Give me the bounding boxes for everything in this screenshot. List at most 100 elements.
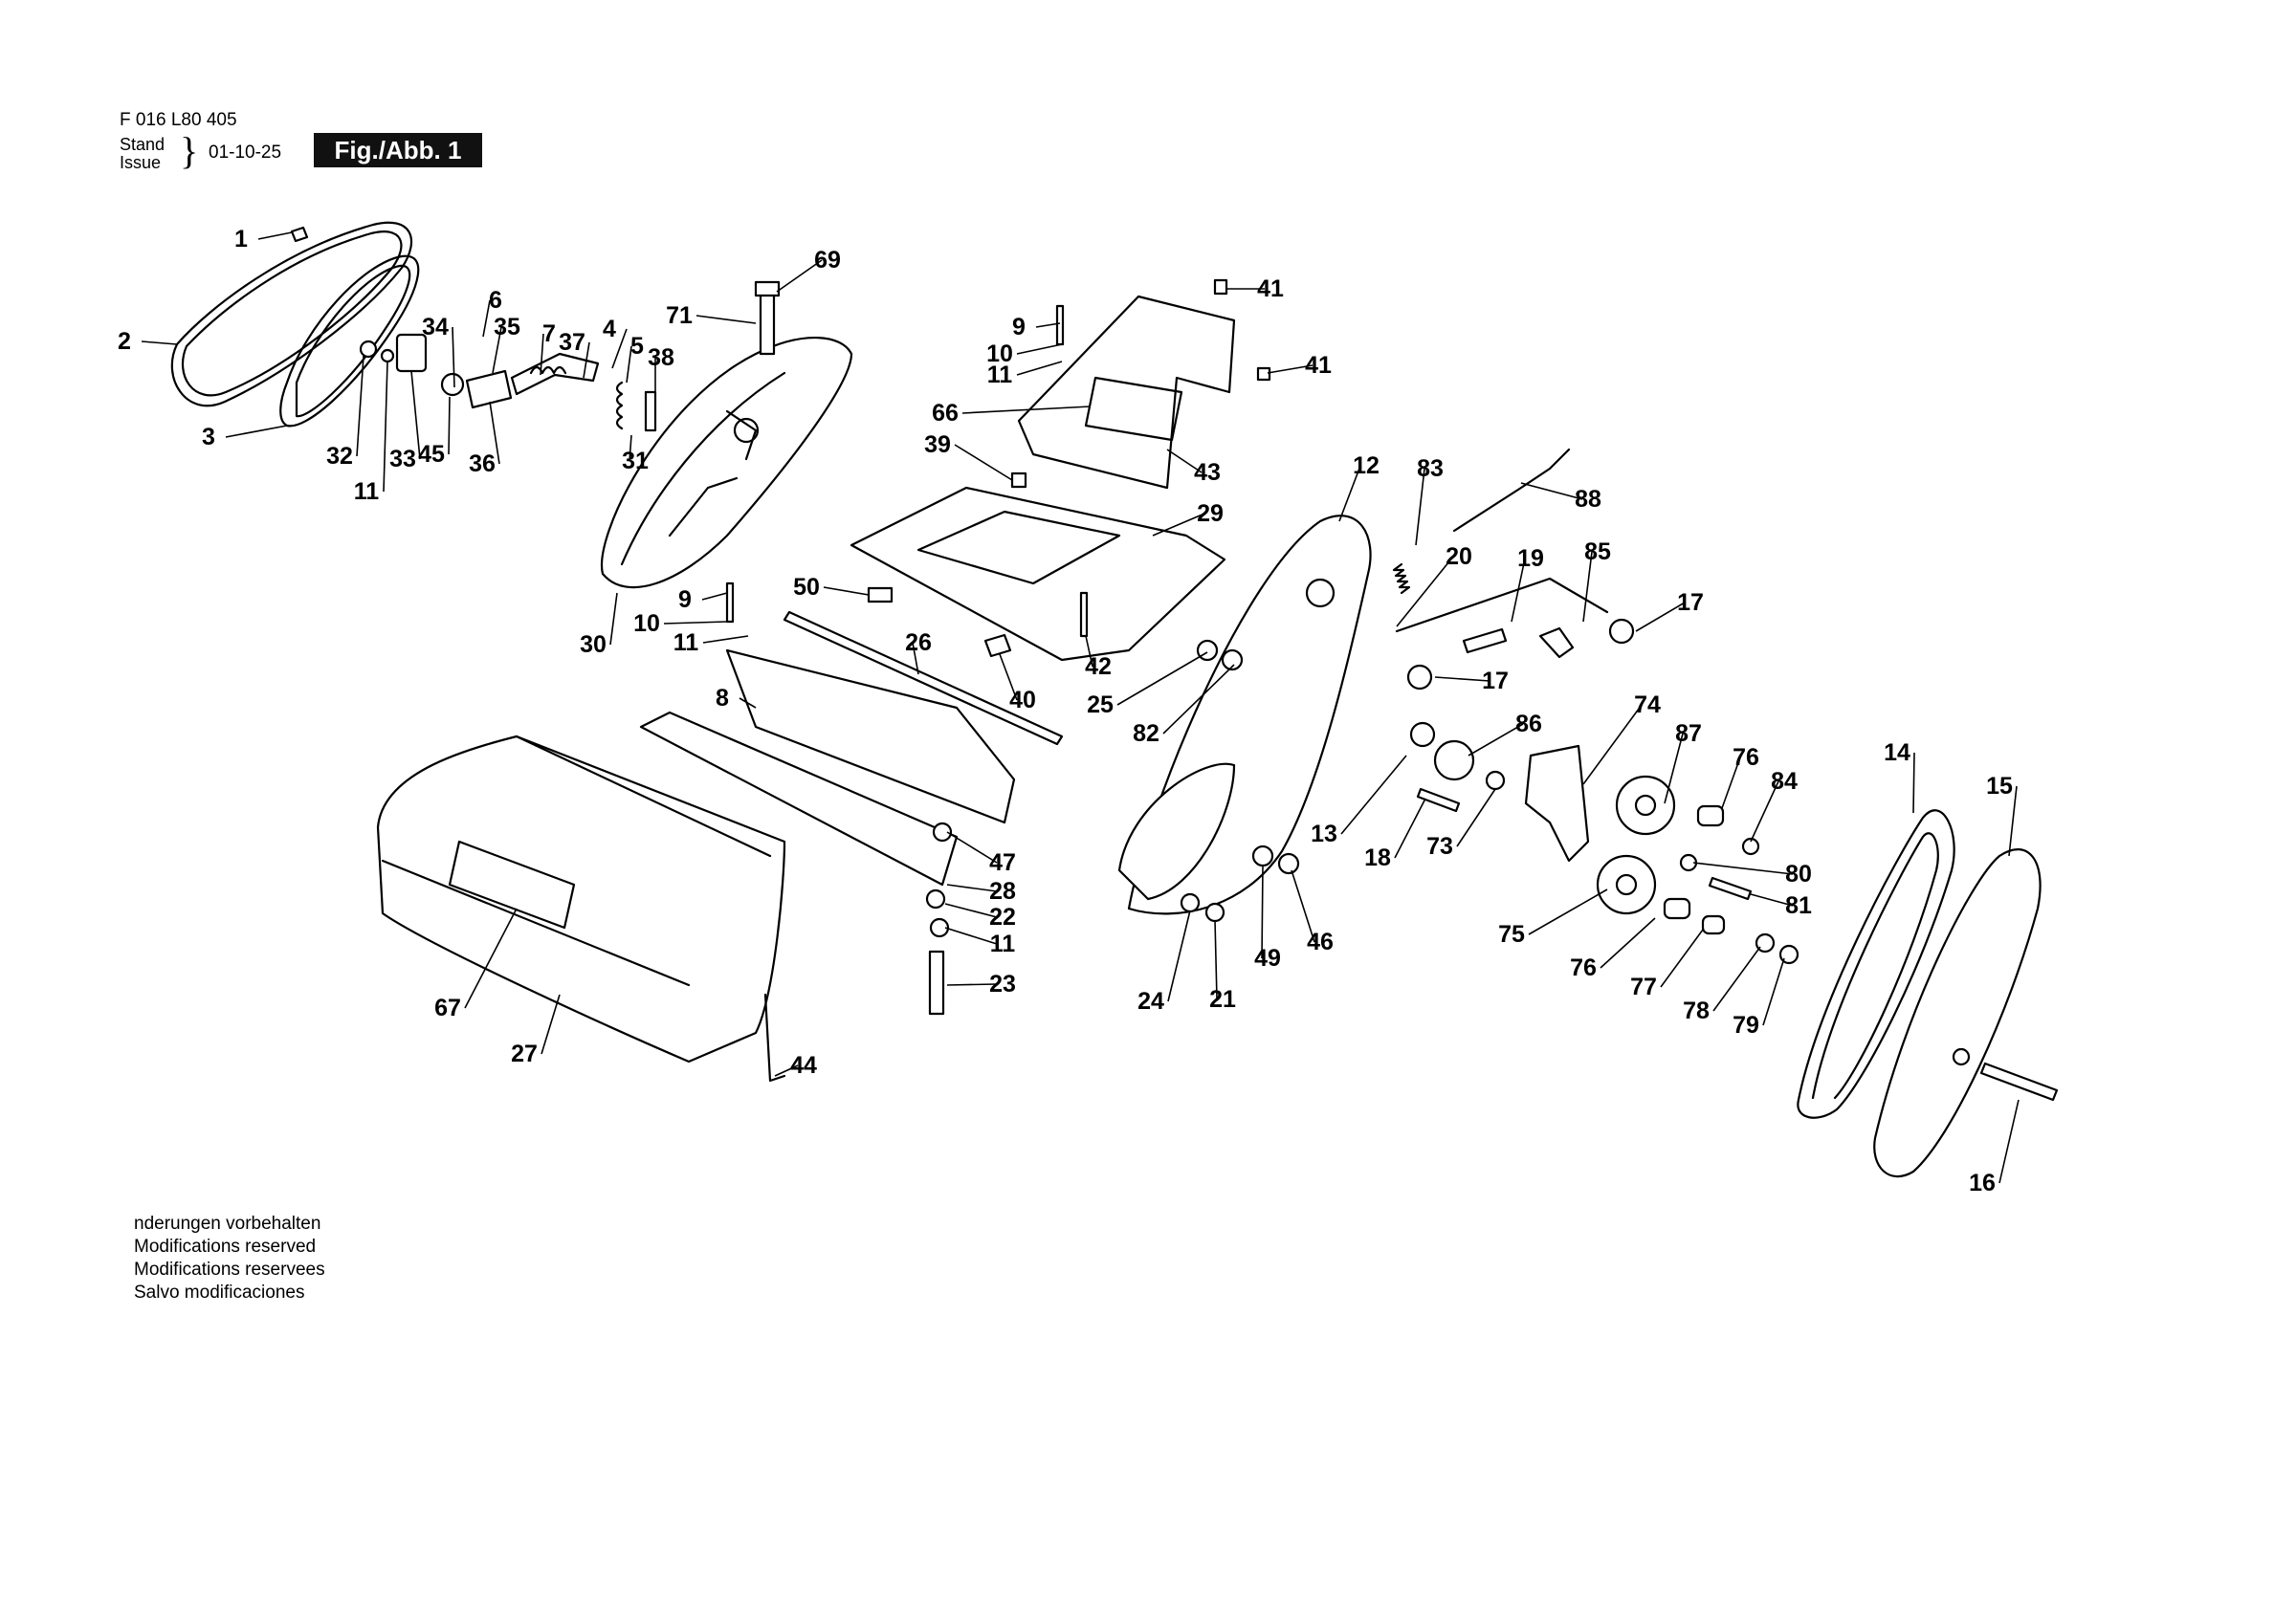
bolt-69-head <box>754 280 781 297</box>
clip-40 <box>983 633 1012 658</box>
clip-50 <box>867 586 894 603</box>
callout-leader-43 <box>1166 449 1203 473</box>
callout-label-39: 39 <box>924 431 951 458</box>
callout-label-41: 41 <box>1305 352 1332 379</box>
nut-17b <box>1406 664 1433 691</box>
callout-label-16: 16 <box>1969 1170 1996 1196</box>
washer-82 <box>1221 648 1244 671</box>
screw-1 <box>290 226 309 243</box>
callout-label-84: 84 <box>1771 768 1798 795</box>
nut-47 <box>932 822 953 843</box>
callout-leader-11 <box>383 361 388 493</box>
callout-label-14: 14 <box>1884 739 1910 766</box>
callout-leader-82 <box>1162 664 1235 735</box>
note-line: nderungen vorbehalten <box>134 1214 321 1234</box>
nut-21 <box>1204 902 1225 923</box>
callout-label-45: 45 <box>418 441 445 468</box>
screw-39 <box>1010 472 1027 489</box>
note-line: Salvo modificaciones <box>134 1283 305 1303</box>
nut-17a <box>1608 618 1635 645</box>
callout-label-30: 30 <box>580 631 607 658</box>
callout-leader-37 <box>583 341 590 379</box>
callout-label-86: 86 <box>1515 711 1542 737</box>
callout-leader-19 <box>1511 558 1526 623</box>
washer-11a <box>380 348 395 363</box>
cam-85 <box>1538 626 1575 659</box>
grass-box-detail <box>381 735 772 987</box>
callout-leader-10 <box>663 621 728 625</box>
part-number: F 016 L80 405 <box>120 110 237 130</box>
callout-label-23: 23 <box>989 971 1016 998</box>
cable-88 <box>1452 448 1571 533</box>
callout-label-31: 31 <box>622 448 649 474</box>
housing-30-hole <box>733 417 760 444</box>
callout-leader-28 <box>946 884 998 892</box>
housing-30-detail <box>620 371 786 566</box>
washer-84 <box>1741 837 1760 856</box>
callout-label-21: 21 <box>1209 986 1236 1013</box>
callout-label-15: 15 <box>1986 773 2013 800</box>
callout-leader-44 <box>774 1064 799 1077</box>
callout-leader-45 <box>448 396 451 455</box>
callout-label-74: 74 <box>1634 691 1661 718</box>
bolt-69 <box>759 285 776 356</box>
screw-16 <box>1979 1062 2059 1102</box>
bushing-76a <box>1696 804 1725 827</box>
belt-cover-15 <box>1873 848 2042 1178</box>
callout-leader-40 <box>999 653 1018 701</box>
callout-leader-26 <box>912 642 919 675</box>
bearing-45 <box>440 372 465 397</box>
callout-leader-86 <box>1468 723 1524 757</box>
callout-label-38: 38 <box>648 344 674 371</box>
callout-label-4: 4 <box>603 316 616 342</box>
rod-26 <box>783 610 1064 746</box>
callout-leader-88 <box>1520 482 1583 500</box>
clip-44 <box>763 993 786 1083</box>
callout-leader-23 <box>946 983 998 986</box>
lever-37 <box>510 352 600 396</box>
callout-leader-18 <box>1394 798 1426 859</box>
callout-leader-66 <box>961 406 1092 414</box>
callout-leader-79 <box>1762 957 1785 1026</box>
screw-42 <box>1079 591 1089 638</box>
screw-9 <box>1055 304 1065 346</box>
callout-label-10: 10 <box>633 610 660 637</box>
callout-leader-7 <box>540 333 544 376</box>
callout-label-25: 25 <box>1087 691 1114 718</box>
cover-66-window <box>1084 376 1183 442</box>
callout-label-33: 33 <box>389 446 416 472</box>
callout-label-50: 50 <box>793 574 820 601</box>
callout-label-9: 9 <box>678 586 692 613</box>
callout-label-46: 46 <box>1307 929 1334 955</box>
callout-label-47: 47 <box>989 849 1016 876</box>
callout-leader-21 <box>1214 919 1218 1000</box>
callout-leader-36 <box>489 401 500 465</box>
washer-11c <box>929 917 950 938</box>
callout-leader-47 <box>946 831 998 864</box>
callout-leader-76 <box>1600 917 1656 969</box>
callout-leader-9 <box>1035 322 1061 328</box>
callout-leader-33 <box>410 370 421 460</box>
chute-cover-43 <box>1017 295 1236 490</box>
callout-leader-15 <box>2008 785 2018 857</box>
washer-73 <box>1485 770 1506 791</box>
callout-leader-71 <box>695 315 757 324</box>
callout-leader-11 <box>1016 361 1063 376</box>
callout-label-41: 41 <box>1257 275 1284 302</box>
callout-label-77: 77 <box>1630 974 1657 1000</box>
callout-label-81: 81 <box>1785 892 1812 919</box>
belt-2 <box>170 221 413 407</box>
note-line: Modifications reservees <box>134 1260 325 1280</box>
callout-label-69: 69 <box>814 247 841 274</box>
bar-28 <box>639 711 959 887</box>
callout-label-1: 1 <box>234 226 248 252</box>
callout-label-75: 75 <box>1498 921 1525 948</box>
pulley-75 <box>1596 854 1657 915</box>
issue-date: 01-10-25 <box>209 143 282 163</box>
callout-leader-29 <box>1152 513 1205 537</box>
callout-leader-24 <box>1167 910 1191 1002</box>
callout-leader-12 <box>1338 465 1361 522</box>
callout-label-78: 78 <box>1683 998 1710 1024</box>
figure-label: Fig./Abb. 1 <box>314 133 482 167</box>
callout-label-7: 7 <box>542 320 556 347</box>
